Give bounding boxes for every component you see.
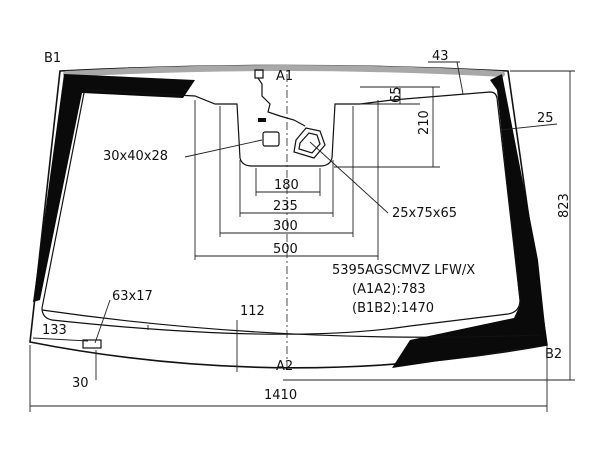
dim-1410	[29, 345, 548, 412]
spec-a1a2: (A1A2):783	[352, 282, 426, 297]
dim-65	[360, 88, 420, 105]
total-height-label: 823	[557, 193, 572, 218]
point-a1-label: A1	[276, 69, 293, 84]
leader-25x75x65	[309, 141, 389, 214]
vin-window-label: 63x17	[112, 289, 153, 304]
spec-b1b2: (B1B2):1470	[352, 301, 434, 316]
point-b2-label: B2	[545, 347, 562, 362]
dim-65-label: 65	[389, 86, 404, 103]
vin-window	[82, 339, 102, 349]
mirror-pad-label: 25x75x65	[392, 206, 457, 221]
width-235-label: 235	[273, 199, 298, 214]
mirror-pad-shape	[293, 127, 326, 159]
bottom-edge-line	[41, 309, 541, 338]
width-500-label: 500	[273, 242, 298, 257]
dim-43-label: 43	[432, 49, 449, 64]
offset-133-label: 133	[42, 323, 67, 338]
width-300-label: 300	[273, 219, 298, 234]
total-width-label: 1410	[264, 388, 297, 403]
dim-180	[255, 168, 321, 196]
sensor-wire	[257, 77, 306, 127]
connector-block	[258, 118, 266, 122]
spec-code: 5395AGSCMVZ LFW/X	[332, 263, 475, 278]
rain-sensor-box	[262, 131, 280, 147]
offset-30-label: 30	[72, 376, 89, 391]
dim-210	[334, 86, 440, 168]
sensor-box-label: 30x40x28	[103, 149, 168, 164]
dim-823	[283, 70, 575, 381]
dim-25-label: 25	[537, 111, 554, 126]
top-shade-strip	[63, 65, 505, 77]
dim-210-label: 210	[417, 110, 432, 135]
bottom-112-label: 112	[240, 304, 265, 319]
leader-25	[499, 123, 558, 131]
dim-133	[32, 337, 89, 342]
dim-235	[239, 160, 334, 217]
dim-300	[219, 106, 354, 237]
mirror-pad-inner	[298, 132, 321, 154]
leader-63x17	[94, 299, 111, 344]
print-band-left	[33, 74, 195, 302]
visible-area-outline	[41, 89, 521, 335]
point-b1-label: B1	[44, 51, 61, 66]
dim-500	[194, 100, 379, 260]
connector-icon	[254, 69, 264, 79]
point-a2-label: A2	[276, 359, 293, 374]
width-180-label: 180	[274, 178, 299, 193]
leader-43-tick	[456, 61, 464, 95]
leader-30x40x28	[184, 139, 263, 158]
glass-outline	[29, 64, 548, 369]
print-band-right	[392, 74, 547, 368]
